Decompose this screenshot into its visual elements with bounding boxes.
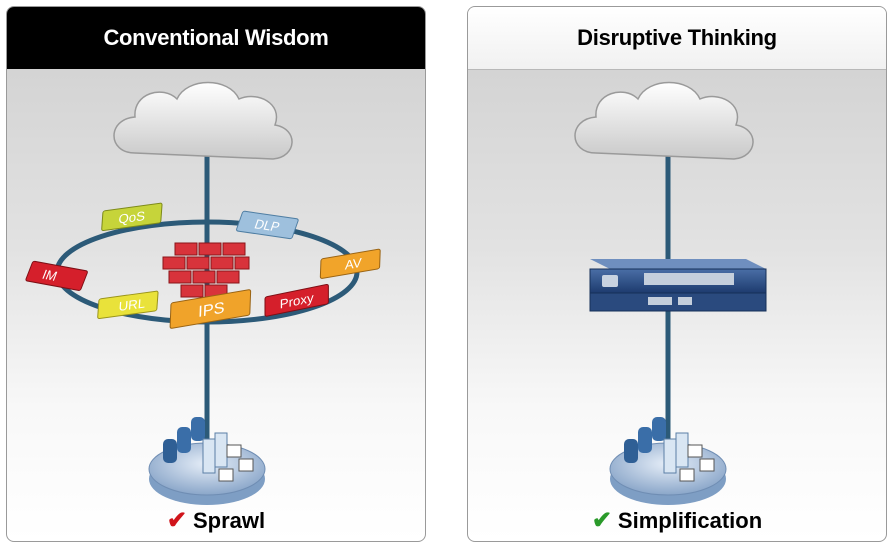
firewall-brick-icon: [162, 242, 250, 298]
conventional-diagram: QoS DLP IM AV URL IPS Proxy: [25, 81, 381, 505]
panel-caption: ✔Simplification: [468, 506, 886, 535]
cloud-icon: [574, 81, 754, 160]
disruptive-thinking-panel: Disruptive Thinking: [467, 6, 887, 542]
check-icon: ✔: [591, 507, 612, 534]
appliance-label: AV: [345, 255, 362, 272]
panel-title: Conventional Wisdom: [7, 7, 425, 69]
qos-appliance: QoS: [101, 202, 163, 232]
conventional-wisdom-panel: Conventional Wisdom: [6, 6, 426, 542]
disruptive-diagram: [574, 81, 767, 505]
appliance-label: Proxy: [280, 290, 314, 311]
appliance-label: IPS: [198, 299, 225, 321]
appliance-label: IM: [40, 267, 59, 284]
im-appliance: IM: [25, 260, 88, 291]
url-appliance: URL: [97, 290, 159, 320]
proxy-appliance: Proxy: [264, 283, 329, 317]
panel-caption: ✔Sprawl: [7, 506, 425, 535]
av-appliance: AV: [319, 248, 381, 279]
network-appliance-icon: [589, 259, 767, 312]
ips-appliance: IPS: [169, 289, 252, 329]
appliance-label: URL: [118, 296, 146, 314]
datacenter-servers-icon: [148, 417, 266, 505]
cloud-icon: [113, 81, 293, 160]
dlp-appliance: DLP: [236, 210, 299, 240]
appliance-label: DLP: [252, 216, 282, 234]
datacenter-servers-icon: [609, 417, 727, 505]
check-icon: ✔: [166, 507, 187, 534]
panel-title: Disruptive Thinking: [468, 7, 886, 70]
caption-text: Sprawl: [192, 508, 266, 533]
caption-text: Simplification: [617, 508, 763, 533]
appliance-label: QoS: [118, 208, 146, 226]
